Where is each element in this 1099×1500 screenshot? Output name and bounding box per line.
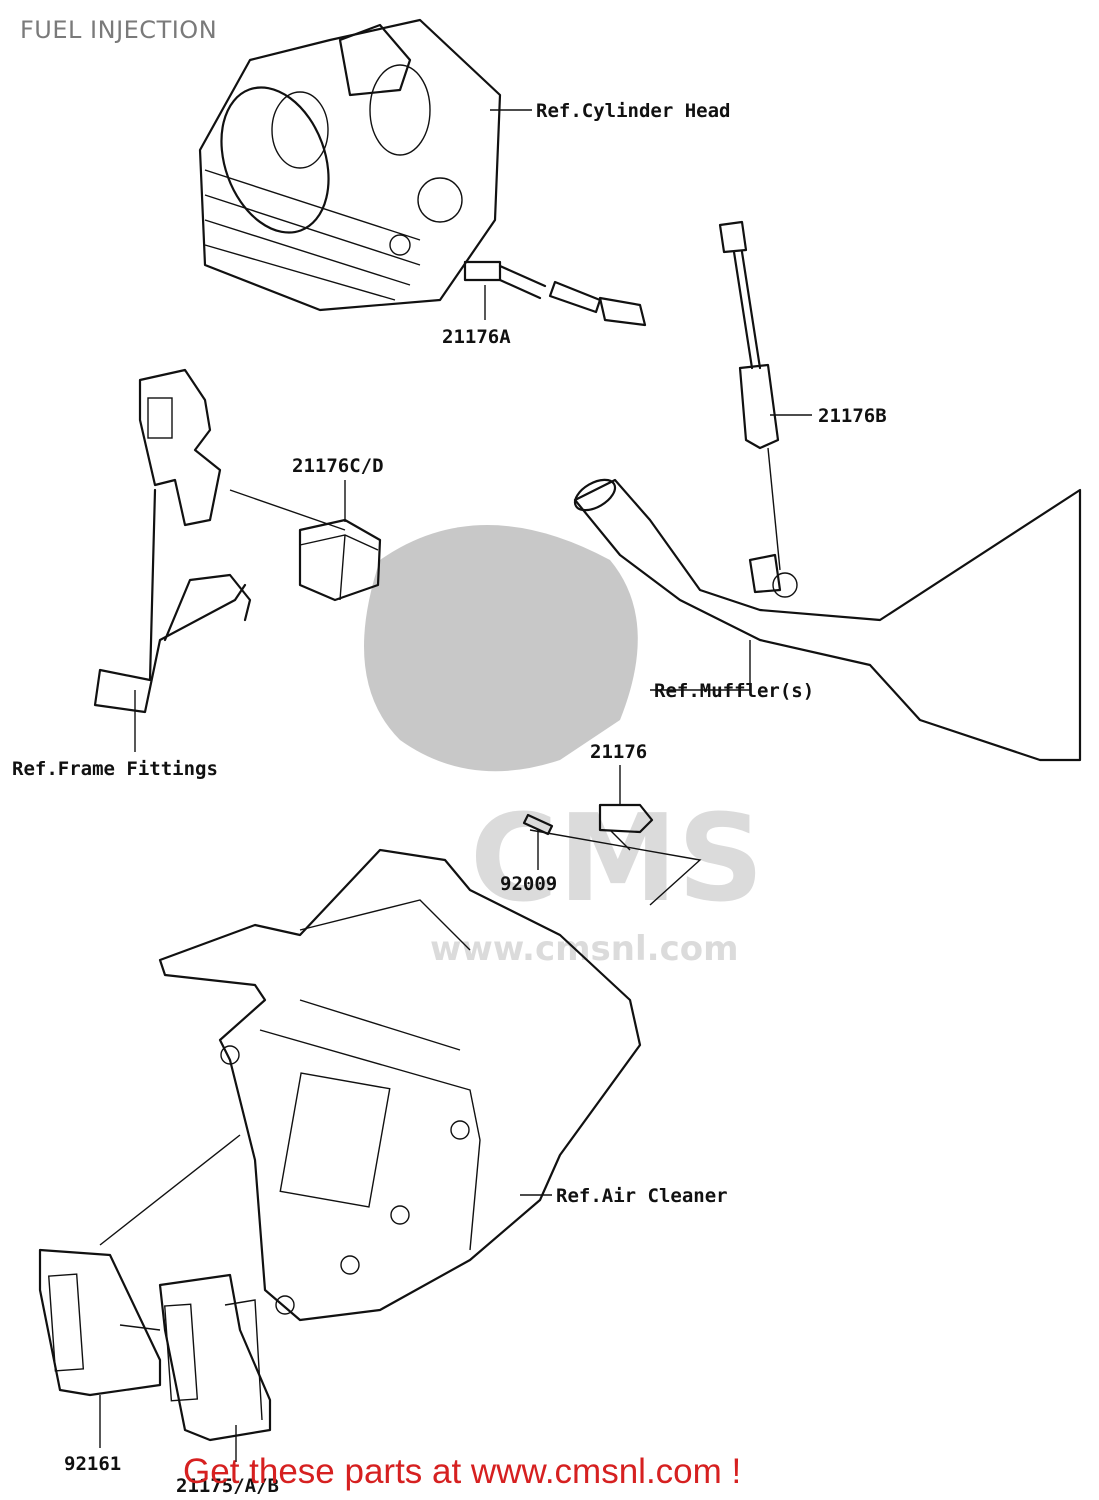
callout-ref-muffler[interactable]: Ref.Muffler(s) — [654, 680, 814, 702]
callout-21176A[interactable]: 21176A — [442, 326, 511, 348]
callout-ref-air-cleaner[interactable]: Ref.Air Cleaner — [556, 1185, 728, 1207]
callout-ref-cylinder-head[interactable]: Ref.Cylinder Head — [536, 100, 730, 122]
cms-watermark: CMS www.cmsnl.com — [364, 525, 764, 969]
callout-labels: Ref.Cylinder Head 21176A 21176B 21176C/D… — [12, 100, 887, 1497]
diagram-title: FUEL INJECTION — [20, 16, 218, 44]
callout-21175AB[interactable]: 21175/A/B — [176, 1475, 279, 1497]
sensor-21176A-part — [463, 260, 647, 327]
ecu-cover-92161-part — [38, 1248, 162, 1397]
ecu-21175-part — [158, 1273, 272, 1442]
leader-lines — [99, 109, 812, 1462]
muffler-part — [573, 478, 1082, 762]
cylinder-head-part — [198, 18, 502, 312]
callout-21176[interactable]: 21176 — [590, 741, 647, 763]
relay-21176CD-part — [298, 518, 382, 602]
callout-ref-frame-fittings[interactable]: Ref.Frame Fittings — [12, 758, 218, 780]
watermark-letters: CMS — [470, 790, 764, 929]
callout-21176CD[interactable]: 21176C/D — [292, 455, 384, 477]
callout-21176B[interactable]: 21176B — [818, 405, 887, 427]
callout-92009[interactable]: 92009 — [500, 873, 557, 895]
sensor-21176B-part — [718, 220, 781, 571]
air-cleaner-part — [158, 848, 642, 1322]
promo-banner-link[interactable]: Get these parts at www.cmsnl.com ! — [183, 1452, 742, 1491]
watermark-site: www.cmsnl.com — [430, 929, 739, 969]
callout-92161[interactable]: 92161 — [64, 1453, 121, 1475]
screw-92009-part — [522, 813, 554, 836]
frame-fitting-part — [93, 368, 252, 714]
